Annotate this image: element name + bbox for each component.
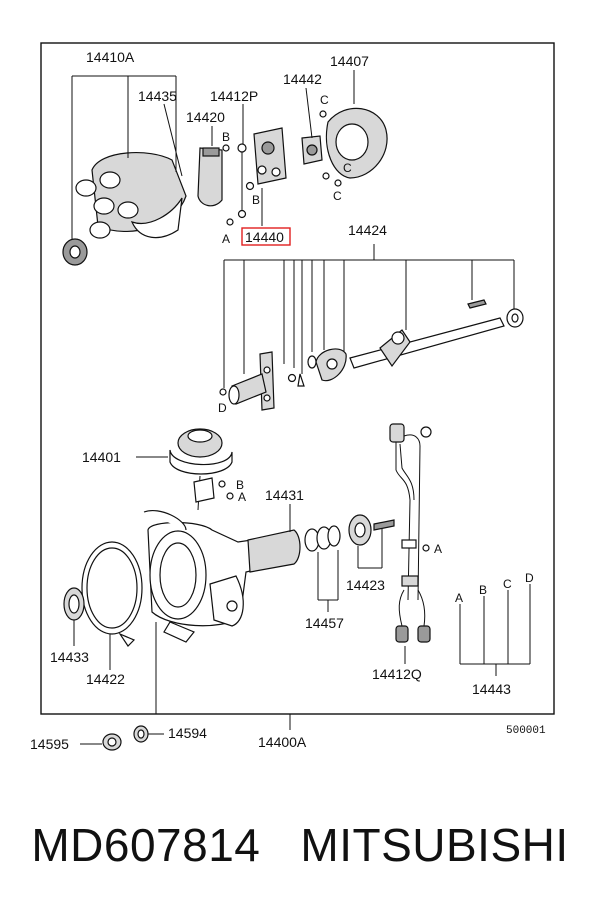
vacuum-advance-unit [169, 428, 234, 511]
washer-14594 [133, 725, 149, 743]
nut-14595 [102, 733, 122, 751]
governor-shaft [349, 299, 524, 369]
label-14595: 14595 [30, 736, 69, 752]
label-14443: 14443 [472, 681, 511, 697]
brand-name: MITSUBISHI [300, 819, 569, 871]
letter-a-2: A [238, 490, 246, 504]
letter-d-1: D [218, 401, 227, 415]
drive-gear [348, 514, 395, 546]
highlight-box-14440 [241, 227, 291, 246]
gasket [81, 541, 143, 647]
label-14412Q: 14412Q [372, 666, 422, 682]
label-14435: 14435 [138, 88, 177, 104]
label-14410A: 14410A [86, 49, 135, 65]
letter-b-4: B [479, 583, 487, 597]
letter-c-1: C [320, 93, 329, 107]
label-14407: 14407 [330, 53, 369, 69]
bolt-group-leaders [459, 584, 531, 676]
letter-b-3: B [236, 478, 244, 492]
letter-a-3: A [434, 542, 442, 556]
centrifugal-weights [287, 348, 347, 387]
letter-c-3: C [333, 189, 342, 203]
label-14594: 14594 [168, 725, 207, 741]
letter-c-2: C [343, 161, 352, 175]
part-number: MD607814 [31, 819, 261, 871]
label-14457: 14457 [305, 615, 344, 631]
shaft-leader-lines [223, 244, 515, 388]
advance-plate [259, 351, 275, 411]
breaker-plate [322, 107, 388, 187]
label-14433: 14433 [50, 649, 89, 665]
letter-b-1: B [222, 130, 230, 144]
o-rings [304, 525, 341, 552]
rotor [197, 147, 223, 207]
label-14400A: 14400A [258, 734, 307, 750]
lower-leader-lines [317, 528, 383, 612]
letter-a-4: A [455, 591, 463, 605]
top-leader-lines [71, 70, 355, 240]
label-14423: 14423 [346, 577, 385, 593]
label-14401: 14401 [82, 449, 121, 465]
label-14442: 14442 [283, 71, 322, 87]
label-14420: 14420 [186, 109, 225, 125]
letter-b-2: B [252, 193, 260, 207]
diagram-code: 500001 [506, 725, 546, 737]
distributor-cap [75, 151, 187, 239]
lead-wire [222, 143, 247, 226]
label-14422: 14422 [86, 671, 125, 687]
label-14431: 14431 [265, 487, 304, 503]
label-14412P: 14412P [210, 88, 258, 104]
distributor-housing [143, 510, 301, 643]
oil-seal [63, 587, 85, 621]
letter-a-1: A [222, 232, 230, 246]
wiring-harness [389, 423, 432, 643]
part-footer: MD607814 MITSUBISHI [0, 800, 600, 890]
pickup-bracket [301, 110, 327, 165]
cap-grommet [62, 238, 88, 266]
letter-c-4: C [503, 577, 512, 591]
letter-d-2: D [525, 571, 534, 585]
label-14424: 14424 [348, 222, 387, 238]
label-14440: 14440 [245, 229, 284, 245]
ignition-module [245, 127, 287, 191]
diagram-frame [40, 42, 555, 715]
cam-bushing [219, 373, 267, 405]
